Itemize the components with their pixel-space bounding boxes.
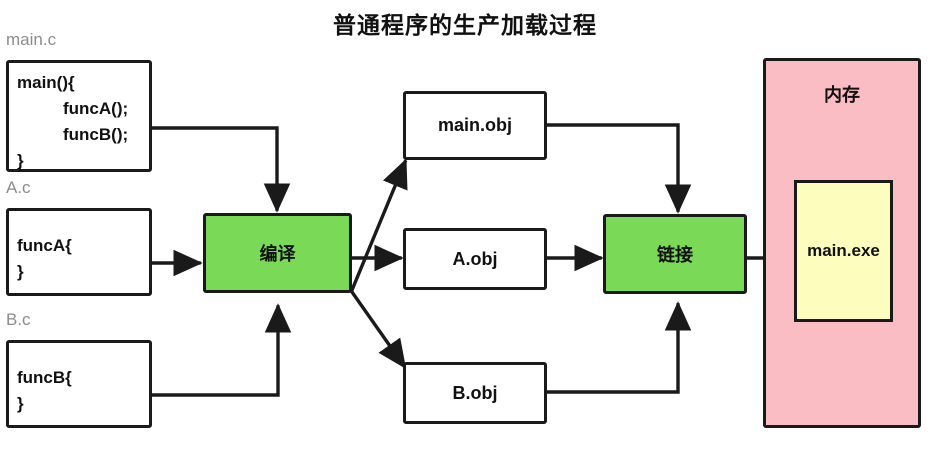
edge-bc-to-compile <box>150 303 292 397</box>
edge-mainc-to-compile <box>150 126 291 213</box>
compile-node: 编译 <box>203 213 352 293</box>
memory-title: 内存 <box>824 85 860 105</box>
code-line: } <box>17 151 24 170</box>
page-title: 普通程序的生产加载过程 <box>333 12 597 38</box>
code-line: main(){ <box>17 73 75 92</box>
object-box-main-obj: main.obj <box>403 91 547 160</box>
code-line: funcB(); <box>63 125 129 144</box>
source-box-b-c: funcB{ } <box>6 340 152 428</box>
object-box-a-obj: A.obj <box>403 228 547 290</box>
file-label-main-c: main.c <box>6 30 57 49</box>
code-line: funcA{ <box>17 236 72 255</box>
code-line: funcA(); <box>63 99 129 118</box>
source-box-a-c: funcA{ } <box>6 208 152 296</box>
edge-mainobj-to-link <box>545 123 692 214</box>
edge-compile-to-mainobj <box>349 158 408 293</box>
file-label-a-c: A.c <box>6 178 31 197</box>
edge-bobj-to-link <box>545 301 692 394</box>
code-line: } <box>17 394 24 413</box>
main-exe-box: main.exe <box>794 180 893 322</box>
file-label-b-c: B.c <box>6 310 31 329</box>
code-line: } <box>17 262 24 281</box>
link-node: 链接 <box>603 214 747 294</box>
code-line: funcB{ <box>17 368 72 387</box>
source-box-main-c: main(){ funcA(); funcB(); } <box>6 60 152 172</box>
object-box-b-obj: B.obj <box>403 362 547 424</box>
edge-compile-to-bobj <box>349 289 407 370</box>
